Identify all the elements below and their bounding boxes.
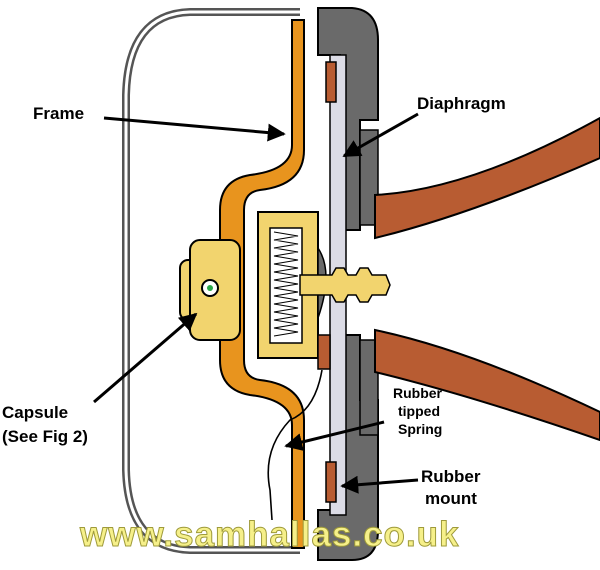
- rubber-mount-arrow: [340, 475, 419, 494]
- label-mount-2: mount: [425, 489, 477, 508]
- label-mount-1: Rubber: [421, 467, 481, 486]
- frame-arrow: [103, 116, 286, 142]
- capsule-coil: [273, 231, 299, 337]
- label-capsule: Capsule: [2, 403, 68, 422]
- label-diaphragm: Diaphragm: [417, 94, 506, 113]
- horn-lower: [374, 328, 600, 442]
- rubber-mount-top: [325, 61, 337, 103]
- spring-wire: [267, 369, 323, 521]
- rubber-mount-bottom: [325, 461, 337, 503]
- connector-pin: [299, 267, 391, 303]
- body-housing-top-lip: [359, 129, 379, 226]
- label-spring-3: Spring: [398, 421, 442, 437]
- horn-upper: [374, 116, 600, 240]
- capsule-screw-center: [207, 285, 213, 291]
- spring-block: [317, 334, 331, 370]
- diaphragm-arrow: [342, 112, 419, 158]
- label-spring-1: Rubber: [393, 385, 443, 401]
- spring-arrow: [284, 420, 385, 451]
- label-spring-2: tipped: [398, 403, 440, 419]
- body-housing-bottom-lip: [359, 339, 379, 436]
- capsule-arrow: [93, 312, 198, 404]
- watermark: www.samhallas.co.uk: [79, 515, 460, 554]
- label-capsule-ref: (See Fig 2): [2, 427, 88, 446]
- label-frame: Frame: [33, 104, 84, 123]
- back-cover-inner: [124, 10, 300, 552]
